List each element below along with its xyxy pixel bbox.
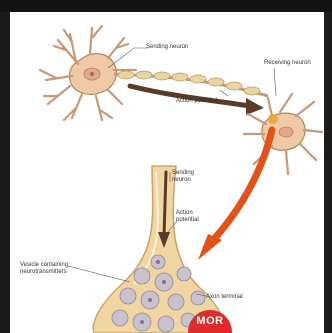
label-action-potential-top: Action potential [176, 98, 217, 105]
label-axon-terminal: Axon terminal [206, 294, 243, 301]
zoom-arrow [198, 130, 272, 260]
receiving-neuron-nucleus [279, 127, 293, 137]
label-vesicle: Vesicle containing neurotransmitters [20, 262, 78, 276]
neuron-diagram-panel: Sending neuron Receiving neuron Action p… [10, 12, 324, 333]
top-bar [0, 0, 332, 12]
label-sending-neuron-top: Sending neuron [146, 44, 188, 51]
axon [114, 71, 268, 96]
synapse-glow [268, 114, 278, 124]
label-sending-neuron-detail: Sending neuron [172, 170, 198, 184]
label-receiving-neuron: Receiving neuron [264, 60, 311, 67]
label-action-potential-detail: Action potential [176, 210, 206, 224]
